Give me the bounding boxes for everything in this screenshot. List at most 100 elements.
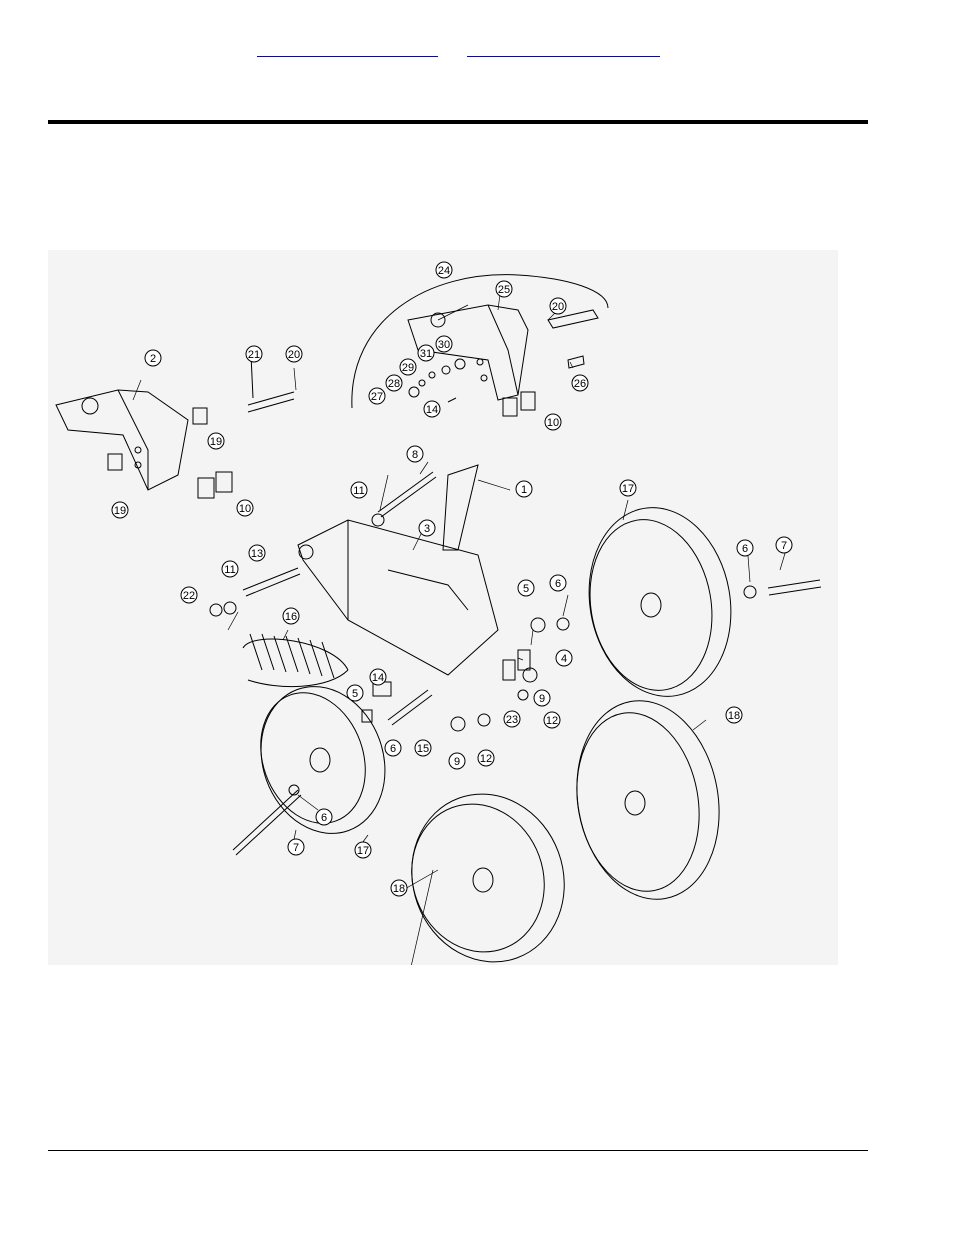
nav-link-next[interactable] [467,40,660,57]
svg-text:13: 13 [251,548,263,560]
callout-31: 31 [417,344,435,362]
svg-text:1: 1 [521,484,527,496]
svg-text:20: 20 [288,349,300,361]
svg-text:24: 24 [438,265,450,277]
svg-text:6: 6 [321,812,327,824]
callout-10: 10 [544,413,562,431]
svg-text:2: 2 [150,353,156,365]
callout-29: 29 [399,358,417,376]
parts-diagram: 1 2 3 4 5 5 6 6 6 6 7 7 8 9 9 10 10 11 1… [48,250,838,965]
gauge-wheel-right [588,507,822,697]
callout-15: 15 [414,739,432,757]
callout-30: 30 [435,335,453,353]
nav-link-previous[interactable] [257,40,438,57]
svg-text:10: 10 [239,503,251,515]
svg-text:7: 7 [781,540,787,552]
callout-20: 20 [549,297,567,315]
inset-bracket [407,304,599,417]
callout-23: 23 [503,710,521,728]
svg-text:5: 5 [523,583,529,595]
callout-21: 21 [245,345,263,363]
callout-18: 18 [725,706,743,724]
svg-text:15: 15 [417,743,429,755]
callout-5: 5 [346,684,364,702]
callout-10: 10 [236,499,254,517]
svg-text:12: 12 [546,715,558,727]
callout-7: 7 [287,838,305,856]
callout-25: 25 [495,280,513,298]
svg-text:5: 5 [352,688,358,700]
header-rule [48,120,868,124]
svg-text:7: 7 [293,842,299,854]
callout-6: 6 [384,739,402,757]
arm-body [297,464,499,676]
svg-text:12: 12 [480,753,492,765]
callout-20: 20 [285,345,303,363]
callout-19: 19 [207,432,225,450]
svg-text:19: 19 [210,436,222,448]
callout-3: 3 [418,519,436,537]
callout-11: 11 [350,481,368,499]
svg-text:3: 3 [424,523,430,535]
svg-text:25: 25 [498,284,510,296]
gauge-wheel-left [232,686,386,856]
callout-26: 26 [571,374,589,392]
svg-text:18: 18 [728,710,740,722]
callout-19: 19 [111,501,129,519]
svg-text:6: 6 [390,743,396,755]
callout-27: 27 [368,387,386,405]
svg-text:27: 27 [371,391,383,403]
callout-11: 11 [221,560,239,578]
spring [242,633,349,687]
callout-2: 2 [144,349,162,367]
callout-28: 28 [385,374,403,392]
callout-14: 14 [369,668,387,686]
svg-text:6: 6 [555,578,561,590]
svg-text:18: 18 [393,883,405,895]
callout-6: 6 [315,808,333,826]
svg-text:20: 20 [552,301,564,313]
svg-text:4: 4 [561,653,567,665]
callout-22: 22 [180,586,198,604]
callout-17: 17 [354,841,372,859]
svg-text:14: 14 [372,672,384,684]
callout-13: 13 [248,544,266,562]
callout-14: 14 [423,400,441,418]
svg-text:6: 6 [742,543,748,555]
svg-text:11: 11 [224,564,235,576]
svg-text:23: 23 [506,714,518,726]
svg-text:10: 10 [547,417,559,429]
footer-rule [48,1150,868,1151]
callout-6: 6 [549,574,567,592]
callout-7: 7 [775,536,793,554]
callout-6: 6 [736,539,754,557]
callout-5: 5 [517,579,535,597]
callout-9: 9 [448,752,466,770]
callout-18: 18 [390,879,408,897]
svg-text:19: 19 [114,505,126,517]
svg-text:31: 31 [420,348,432,360]
callout-1: 1 [515,480,533,498]
svg-text:30: 30 [438,339,450,351]
svg-text:17: 17 [622,483,634,495]
mount-bracket [55,389,233,499]
svg-text:17: 17 [357,845,369,857]
callout-16: 16 [282,607,300,625]
callout-24: 24 [435,261,453,279]
callout-4: 4 [555,649,573,667]
svg-text:9: 9 [539,693,545,705]
svg-text:21: 21 [248,349,260,361]
svg-text:8: 8 [412,449,418,461]
callout-9: 9 [533,689,551,707]
svg-text:16: 16 [285,611,297,623]
callout-17: 17 [619,479,637,497]
callout-8: 8 [406,445,424,463]
svg-text:9: 9 [454,756,460,768]
svg-text:11: 11 [353,485,364,497]
callout-12: 12 [543,711,561,729]
svg-text:14: 14 [426,404,438,416]
callout-12: 12 [477,749,495,767]
svg-text:28: 28 [388,378,400,390]
press-wheel-left [411,793,565,963]
svg-text:22: 22 [183,590,195,602]
